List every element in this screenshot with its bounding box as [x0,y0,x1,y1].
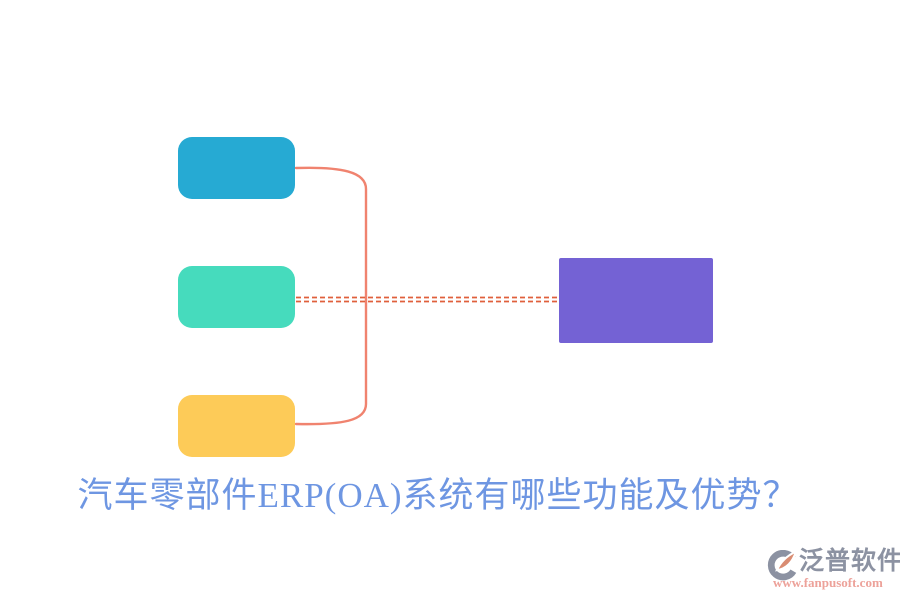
brand-url: www.fanpusoft.com [773,575,883,590]
brand-name: 泛普软件 [799,548,900,575]
page-title: 汽车零部件ERP(OA)系统有哪些功能及优势？ [77,476,799,515]
brand-text-block: 泛普软件 www.fanpusoft.com [773,548,900,590]
diagram-node-top [178,137,295,199]
brand-watermark: 泛普软件 www.fanpusoft.com [767,549,900,589]
diagram-node-bottom [178,395,295,457]
diagram-node-middle [178,266,295,328]
bracket-connector-line [294,166,368,426]
fanpu-logo-icon [767,550,798,581]
diagram-node-right [559,258,713,343]
